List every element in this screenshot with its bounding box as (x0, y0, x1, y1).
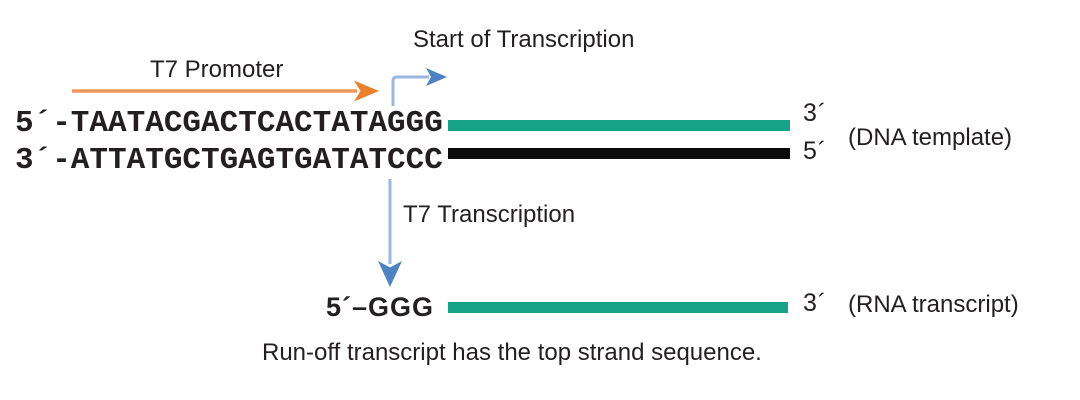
t7-transcription-down-arrow-icon (378, 179, 402, 287)
dna-top-strand-sequence: 5´-TAATACGACTCACTATAGGG (15, 106, 443, 141)
rna-transcript-sequence: 5´–GGG (326, 292, 435, 322)
t7-promoter-label: T7 Promoter (150, 56, 284, 83)
t7-transcription-label: T7 Transcription (403, 201, 576, 228)
dna-bottom-strand-end-label: 5´ (803, 137, 828, 165)
dna-bottom-strand-bar (448, 148, 790, 159)
start-of-transcription-label: Start of Transcription (413, 26, 635, 53)
diagram-caption: Run-off transcript has the top strand se… (262, 339, 762, 366)
rna-transcript-label: (RNA transcript) (848, 291, 1019, 318)
rna-transcript-end-label: 3´ (803, 289, 828, 317)
start-of-transcription-bent-arrow-icon (391, 68, 447, 106)
dna-template-label: (DNA template) (848, 124, 1013, 151)
t7-promoter-arrow-icon (72, 80, 379, 102)
dna-top-strand-bar (448, 120, 790, 131)
rna-transcript-bar (448, 302, 788, 313)
dna-bottom-strand-sequence: 3´-ATTATGCTGAGTGATATCCC (15, 143, 443, 178)
dna-top-strand-end-label: 3´ (803, 99, 828, 127)
